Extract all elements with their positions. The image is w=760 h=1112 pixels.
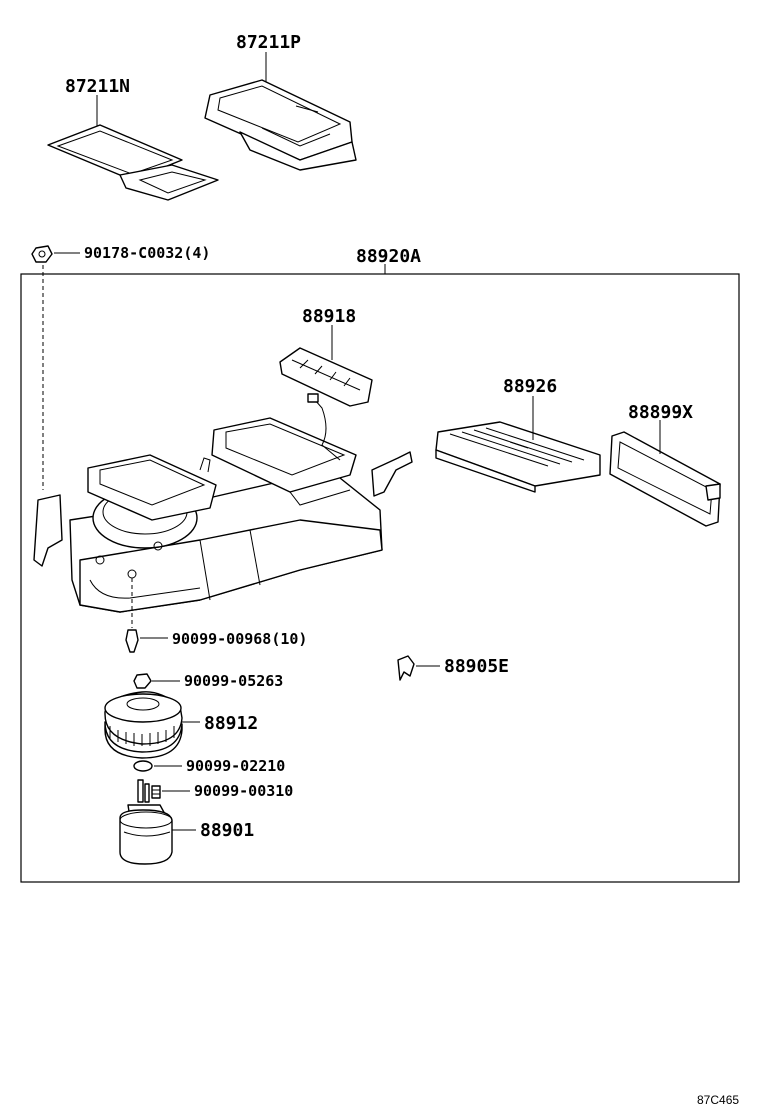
- motor-88901-drawing: [119, 779, 173, 865]
- label-88899x: 88899X: [628, 402, 693, 423]
- gasket-87211p-drawing: [204, 79, 357, 171]
- part-88918-drawing: [279, 347, 373, 407]
- label-90178-c0032: 90178-C0032(4): [84, 244, 210, 262]
- label-88901: 88901: [200, 820, 254, 841]
- label-90099-05263: 90099-05263: [184, 672, 283, 690]
- label-87211p: 87211P: [236, 32, 301, 53]
- screw-90099-00968-drawing: [125, 629, 139, 653]
- label-90099-02210: 90099-02210: [186, 757, 285, 775]
- label-90099-00310: 90099-00310: [194, 782, 293, 800]
- gasket-87211n-drawing: [47, 124, 219, 201]
- label-88912: 88912: [204, 713, 258, 734]
- label-88918: 88918: [302, 306, 356, 327]
- cover-88899x-drawing: [609, 431, 721, 527]
- assembly-frame: [20, 273, 740, 883]
- label-88926: 88926: [503, 376, 557, 397]
- screw-90099-00310-drawing: [151, 785, 161, 799]
- label-87211n: 87211N: [65, 76, 130, 97]
- fan-88912-drawing: [104, 691, 183, 759]
- blower-housing-drawing: [33, 393, 413, 613]
- filter-88926-drawing: [435, 421, 601, 493]
- nut-90178-drawing: [31, 245, 53, 263]
- nut-90099-05263-drawing: [133, 673, 152, 689]
- illustration-code: 87C465: [697, 1093, 739, 1107]
- label-90099-00968: 90099-00968(10): [172, 630, 307, 648]
- washer-90099-02210-drawing: [133, 760, 153, 772]
- label-88905e: 88905E: [444, 656, 509, 677]
- label-88920a: 88920A: [356, 246, 421, 267]
- clip-88905e-drawing: [397, 655, 415, 681]
